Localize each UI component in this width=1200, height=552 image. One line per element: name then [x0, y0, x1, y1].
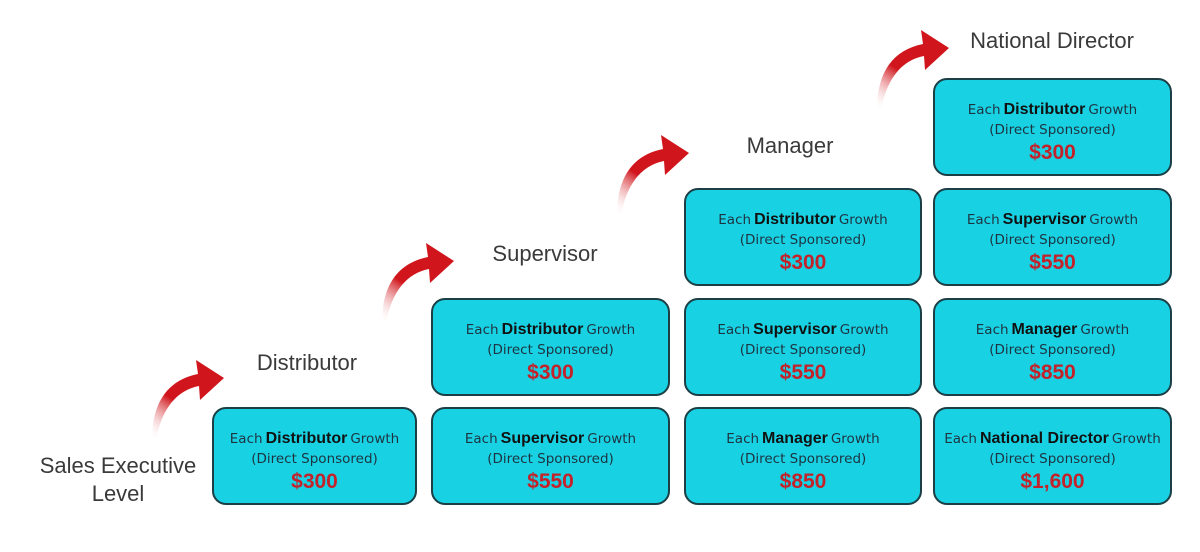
- bonus-note: (Direct Sponsored): [739, 342, 867, 358]
- bonus-suffix: Growth: [587, 431, 637, 447]
- bonus-prefix: Each: [726, 431, 760, 447]
- level-title-national-director: National Director: [970, 28, 1134, 53]
- bonus-amount: $1,600: [1020, 470, 1085, 493]
- bonus-amount: $550: [527, 470, 574, 493]
- bonus-prefix: Each: [229, 431, 263, 447]
- bonus-suffix: Growth: [586, 322, 636, 338]
- bonus-note: (Direct Sponsored): [989, 451, 1116, 467]
- bonus-suffix: Growth: [830, 431, 880, 447]
- bonus-amount: $300: [291, 470, 338, 493]
- bonus-note: (Direct Sponsored): [989, 232, 1116, 248]
- bonus-note: (Direct Sponsored): [739, 232, 867, 248]
- bonus-role: Distributor: [754, 211, 836, 228]
- bonus-prefix: Each: [464, 431, 498, 447]
- bonus-note: (Direct Sponsored): [989, 342, 1116, 358]
- bonus-amount: $300: [527, 361, 574, 384]
- bonus-note: (Direct Sponsored): [739, 451, 867, 467]
- bonus-suffix: Growth: [1089, 212, 1139, 228]
- bonus-suffix: Growth: [839, 322, 889, 338]
- bonus-amount: $300: [779, 251, 827, 274]
- bonus-suffix: Growth: [1088, 102, 1138, 118]
- bonus-prefix: Each: [944, 431, 977, 447]
- bonus-prefix: Each: [975, 322, 1009, 338]
- bonus-role: National Director: [979, 430, 1109, 447]
- bonus-note: (Direct Sponsored): [487, 342, 614, 358]
- bonus-note: (Direct Sponsored): [251, 451, 378, 467]
- level-title-supervisor: Supervisor: [492, 241, 598, 266]
- curved-arrow-icon: [877, 30, 949, 110]
- curved-arrow-icon: [152, 360, 224, 440]
- bonus-role: Supervisor: [500, 430, 585, 447]
- bonus-prefix: Each: [966, 212, 1000, 228]
- bonus-role: Distributor: [265, 430, 348, 447]
- bonus-amount: $850: [779, 470, 827, 493]
- bonus-prefix: Each: [967, 102, 1001, 118]
- bonus-prefix: Each: [718, 212, 752, 228]
- curved-arrow-icon: [382, 243, 454, 323]
- bonus-role: Supervisor: [1002, 211, 1087, 228]
- bonus-suffix: Growth: [838, 212, 888, 228]
- curved-arrow-icon: [617, 135, 689, 215]
- bonus-role: Distributor: [501, 321, 584, 338]
- bonus-amount: $550: [779, 361, 827, 384]
- level-title-manager: Manager: [746, 133, 834, 158]
- bonus-prefix: Each: [717, 322, 751, 338]
- bonus-role: Manager: [1011, 321, 1078, 338]
- bonus-role: Distributor: [1003, 101, 1086, 118]
- bonus-suffix: Growth: [1111, 431, 1161, 447]
- bonus-note: (Direct Sponsored): [989, 122, 1116, 138]
- bonus-prefix: Each: [465, 322, 499, 338]
- bonus-role: Supervisor: [753, 321, 837, 338]
- bonus-note: (Direct Sponsored): [487, 451, 614, 467]
- bonus-amount: $300: [1029, 141, 1076, 164]
- bonus-suffix: Growth: [350, 431, 400, 447]
- level-title-sales-executive: Sales Executive Level: [39, 453, 197, 506]
- bonus-role: Manager: [762, 430, 828, 447]
- bonus-amount: $550: [1029, 251, 1076, 274]
- bonus-amount: $850: [1029, 361, 1076, 384]
- bonus-suffix: Growth: [1080, 322, 1130, 338]
- level-title-distributor: Distributor: [256, 350, 358, 375]
